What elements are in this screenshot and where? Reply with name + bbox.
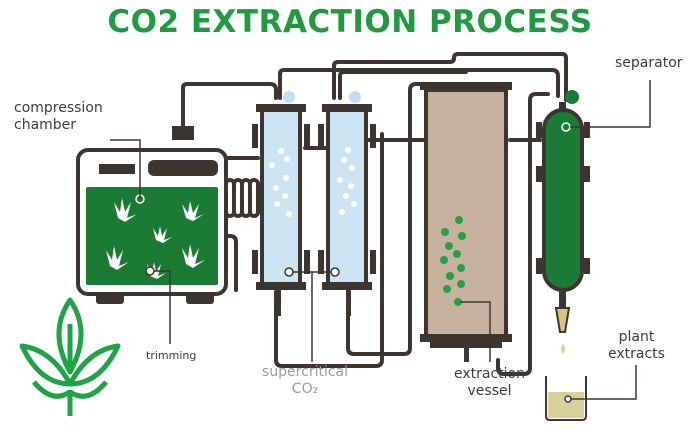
leader-plant xyxy=(571,365,637,400)
trimming-label: trimming xyxy=(146,349,197,362)
leader-trimming xyxy=(154,270,171,344)
leaf-logo xyxy=(19,297,121,416)
extract-beaker xyxy=(545,376,587,421)
compression-chamber xyxy=(76,126,260,304)
extraction-vessel xyxy=(420,82,512,362)
pipe-vessel-to-separator xyxy=(496,92,550,376)
leader-lines xyxy=(110,80,651,400)
extraction-vessel-label: extraction vessel xyxy=(454,366,525,400)
compression-label-line2: chamber xyxy=(14,116,77,133)
extraction-label-line2: vessel xyxy=(467,382,512,399)
extraction-label-line1: extraction xyxy=(454,366,525,382)
pipe-column2-bottom xyxy=(346,82,426,356)
compressor-coil xyxy=(224,178,260,218)
compression-label-line1: compression xyxy=(14,100,103,116)
separator xyxy=(536,90,590,354)
separator-label: separator xyxy=(615,55,683,71)
pipe-top-loop-inner xyxy=(332,52,568,102)
separator-marker xyxy=(561,122,571,132)
co2-column-2 xyxy=(318,91,376,316)
pipe-column1-bottom xyxy=(274,132,384,368)
pipes xyxy=(181,52,568,376)
co2-column-1 xyxy=(252,91,310,316)
pipe-column2-to-vessel xyxy=(338,70,468,100)
leader-separator xyxy=(570,80,651,128)
leader-compression xyxy=(110,139,141,199)
pipe-bottom-left xyxy=(216,234,238,292)
page-title: CO2 EXTRACTION PROCESS xyxy=(107,4,593,40)
plant-label-line1: plant xyxy=(618,329,655,345)
plant-label-line2: extracts xyxy=(608,345,665,362)
compression-chamber-label: compression chamber xyxy=(14,100,103,134)
plant-extracts-label: plant extracts xyxy=(608,329,665,363)
leader-extraction xyxy=(460,301,491,362)
pipe-compressor-to-column1 xyxy=(181,82,278,130)
supercritical-label-line2: CO₂ xyxy=(291,380,319,397)
trimming-marker xyxy=(145,266,155,276)
supercritical-label-line1: supercritical xyxy=(262,364,349,380)
supercritical-co2-label: supercritical CO₂ xyxy=(262,364,348,398)
